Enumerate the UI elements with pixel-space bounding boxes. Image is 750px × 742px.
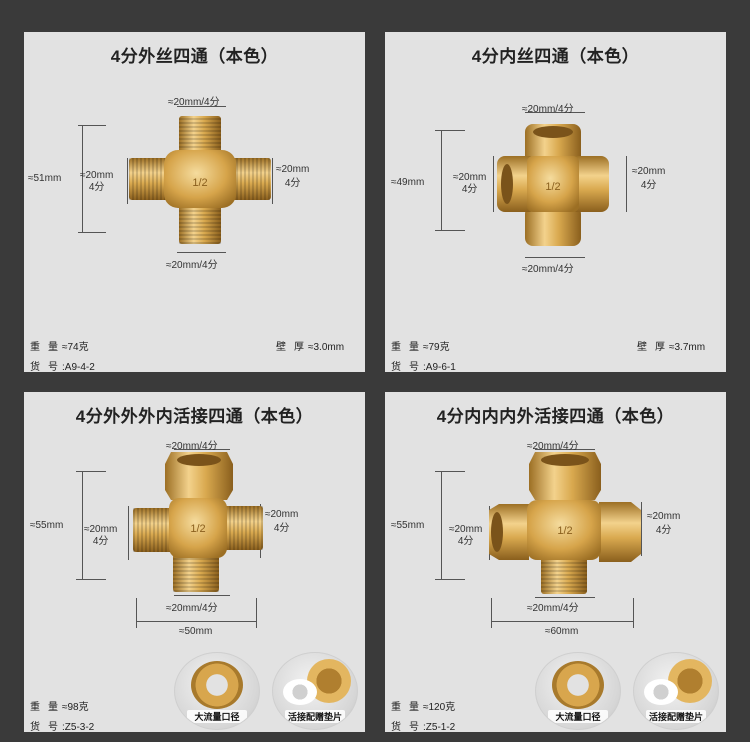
dimension-line — [626, 156, 627, 212]
dimension-line — [535, 449, 595, 450]
large-flow-badge: 大流量口径 — [174, 652, 260, 730]
dimension-line — [78, 125, 106, 126]
product-panel-union-cross-female: 4分内内内外活接四通（本色） ≈55mm ≈20mm/4分 ≈20mm/4分 ≈… — [385, 392, 726, 732]
dimension-line — [177, 106, 226, 107]
dimension-line — [272, 158, 273, 204]
fitting-marking: 1/2 — [190, 523, 205, 535]
dimension-line — [435, 579, 465, 580]
dimension-line — [174, 449, 230, 450]
panel-title: 4分内丝四通（本色） — [471, 47, 640, 66]
bottom-size-label: ≈20mm/4分 — [522, 264, 574, 275]
large-flow-badge: 大流量口径 — [535, 652, 621, 730]
female-cross-fitting-image: 1/2 — [497, 124, 609, 246]
panel-title: 4分内内内外活接四通（本色） — [436, 407, 675, 426]
dimension-line — [76, 579, 106, 580]
product-panel-union-cross-male: 4分外外外内活接四通（本色） ≈55mm ≈20mm/4分 ≈20mm/4分 ≈… — [24, 392, 365, 732]
dimension-line — [435, 230, 465, 231]
dimension-line — [491, 598, 492, 628]
top-size-label: ≈20mm/4分 — [168, 97, 220, 108]
wall-thickness-info: 壁厚≈3.0mm — [276, 342, 345, 353]
sku-info: 货号:A9-6-1 — [391, 362, 456, 372]
dimension-line — [633, 598, 634, 628]
dimension-line — [82, 471, 83, 579]
dimension-line — [76, 471, 106, 472]
bottom-size-label: ≈20mm/4分 — [166, 603, 218, 614]
dimension-line — [641, 502, 642, 556]
width-label: ≈60mm — [545, 626, 579, 637]
dimension-line — [82, 125, 83, 232]
dimension-line — [174, 595, 230, 596]
sku-info: 货号:Z5-1-2 — [391, 722, 456, 732]
union-cross-fitting-image: 1/2 — [133, 452, 263, 592]
bottom-size-label: ≈20mm/4分 — [527, 603, 579, 614]
gasket-included-badge: 活接配赠垫片 — [633, 652, 719, 730]
dimension-line — [136, 598, 137, 628]
male-cross-fitting-image: 1/2 — [129, 116, 271, 244]
height-label: ≈55mm — [30, 520, 64, 531]
dimension-line — [127, 158, 128, 204]
bottom-size-label: ≈20mm/4分 — [166, 260, 218, 271]
height-label: ≈55mm — [391, 520, 425, 531]
sku-info: 货号:A9-4-2 — [30, 362, 95, 372]
width-label: ≈50mm — [179, 626, 213, 637]
dimension-line — [256, 598, 257, 628]
dimension-line — [435, 130, 465, 131]
dimension-line — [136, 621, 257, 622]
top-size-label: ≈20mm/4分 — [166, 441, 218, 452]
dimension-line — [525, 257, 585, 258]
fitting-marking: 1/2 — [192, 177, 207, 189]
height-label: ≈51mm — [28, 173, 62, 184]
height-label: ≈49mm — [391, 177, 425, 188]
union-cross-fitting-image: 1/2 — [489, 452, 641, 594]
dimension-line — [525, 112, 585, 113]
dimension-line — [177, 252, 226, 253]
dimension-line — [493, 156, 494, 212]
fitting-marking: 1/2 — [545, 181, 560, 193]
product-panel-male-cross: 4分外丝四通（本色） ≈51mm ≈20mm/4分 ≈20mm/4分 ≈20mm… — [24, 32, 365, 372]
weight-info: 重量≈120克 — [391, 702, 456, 713]
product-panel-female-cross: 4分内丝四通（本色） ≈49mm ≈20mm/4分 ≈20mm/4分 ≈20mm… — [385, 32, 726, 372]
dimension-line — [441, 471, 442, 579]
weight-info: 重量≈74克 — [30, 342, 89, 353]
top-size-label: ≈20mm/4分 — [522, 104, 574, 115]
sku-info: 货号:Z5-3-2 — [30, 722, 95, 732]
dimension-line — [78, 232, 106, 233]
fitting-marking: 1/2 — [557, 525, 572, 537]
panel-title: 4分外丝四通（本色） — [110, 47, 279, 66]
wall-thickness-info: 壁厚≈3.7mm — [637, 342, 706, 353]
dimension-line — [128, 506, 129, 560]
dimension-line — [535, 597, 595, 598]
weight-info: 重量≈98克 — [30, 702, 89, 713]
panel-title: 4分外外外内活接四通（本色） — [75, 407, 314, 426]
dimension-line — [491, 621, 634, 622]
dimension-line — [441, 130, 442, 230]
dimension-line — [435, 471, 465, 472]
top-size-label: ≈20mm/4分 — [527, 441, 579, 452]
weight-info: 重量≈79克 — [391, 342, 450, 353]
gasket-included-badge: 活接配赠垫片 — [272, 652, 358, 730]
